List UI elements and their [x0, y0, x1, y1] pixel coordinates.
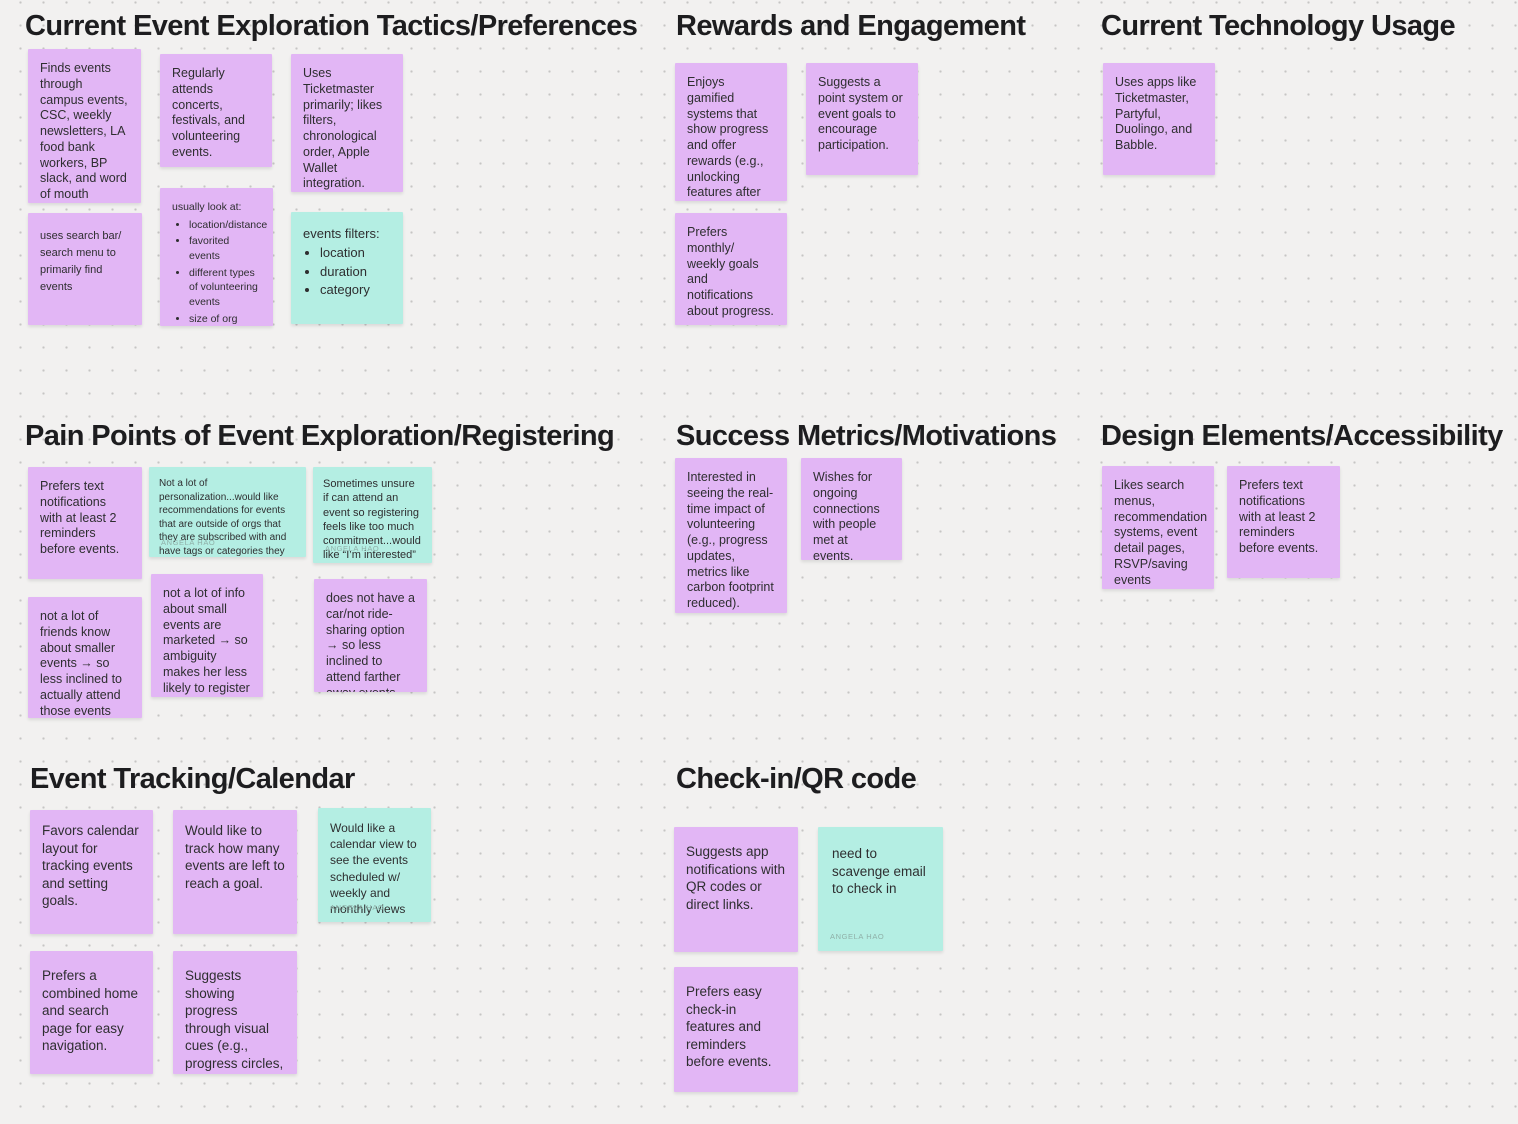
sticky-note-text: Interested in seeing the real-time impac…	[687, 470, 774, 610]
sticky-note-text: Uses apps like Ticketmaster, Partyful, D…	[1115, 75, 1197, 152]
sticky-note[interactable]: Prefers a combined home and search page …	[30, 951, 153, 1074]
sticky-note[interactable]: Not a lot of personalization...would lik…	[149, 467, 306, 557]
sticky-note[interactable]: Wishes for ongoing connections with peop…	[801, 458, 902, 560]
sticky-note-text: Finds events through campus events, CSC,…	[40, 61, 128, 201]
sticky-note[interactable]: Prefers easy check-in features and remin…	[674, 967, 798, 1092]
sticky-note[interactable]: Prefers text notifications with at least…	[28, 467, 142, 579]
sticky-note[interactable]: need to scavenge email to check in ANGEL…	[818, 827, 943, 951]
bullet-item: size of org	[189, 312, 261, 326]
sticky-note-text: Would like a calendar view to see the ev…	[330, 821, 417, 916]
sticky-note-text: Likes search menus, recommendation syste…	[1114, 478, 1208, 589]
sticky-note[interactable]: not a lot of info about small events are…	[151, 574, 263, 697]
sticky-note[interactable]: Interested in seeing the real-time impac…	[675, 458, 787, 613]
sticky-note-text: Not a lot of personalization...would lik…	[159, 478, 287, 557]
sticky-note[interactable]: not a lot of friends know about smaller …	[28, 597, 142, 718]
sticky-note-text: events filters:	[303, 226, 380, 241]
sticky-note-text: Suggests showing progress through visual…	[185, 968, 284, 1074]
sticky-note-text: Regularly attends concerts, festivals, a…	[172, 66, 245, 159]
sticky-note[interactable]: Uses Ticketmaster primarily; likes filte…	[291, 54, 403, 192]
section-title-current-technology-usage[interactable]: Current Technology Usage	[1101, 10, 1456, 42]
sticky-note[interactable]: Suggests app notifications with QR codes…	[674, 827, 798, 952]
sticky-note-text: Suggests a point system or event goals t…	[818, 75, 903, 152]
sticky-note[interactable]: Sometimes unsure if can attend an event …	[313, 467, 432, 563]
sticky-note-text: uses search bar/ search menu to primaril…	[40, 230, 122, 294]
section-title-success-metrics[interactable]: Success Metrics/Motivations	[676, 420, 1057, 452]
sticky-note-text: Favors calendar layout for tracking even…	[42, 823, 139, 909]
author-attribution: ANGELA HAO	[325, 544, 380, 554]
sticky-note[interactable]: Suggests a point system or event goals t…	[806, 63, 918, 175]
sticky-note-text: Enjoys gamified systems that show progre…	[687, 75, 769, 200]
sticky-note-text: Prefers monthly/ weekly goals and notifi…	[687, 225, 774, 318]
sticky-note-text: usually look at:	[172, 201, 242, 213]
sticky-note-text: Prefers a combined home and search page …	[42, 968, 139, 1054]
bullet-item: category	[320, 282, 391, 298]
sticky-note[interactable]: Suggests showing progress through visual…	[173, 951, 297, 1074]
sticky-note-text: Suggests app notifications with QR codes…	[686, 844, 786, 912]
sticky-note[interactable]: Prefers monthly/ weekly goals and notifi…	[675, 213, 787, 325]
sticky-note-text: Prefers easy check-in features and remin…	[686, 984, 772, 1070]
bullet-item: different types of volunteering events	[189, 266, 261, 310]
section-title-design-elements[interactable]: Design Elements/Accessibility	[1101, 420, 1503, 452]
sticky-note[interactable]: events filters: location duration catego…	[291, 212, 403, 324]
sticky-note[interactable]: Favors calendar layout for tracking even…	[30, 810, 153, 934]
sticky-note-text: does not have a car/not ride-sharing opt…	[326, 591, 415, 692]
sticky-note[interactable]: Finds events through campus events, CSC,…	[28, 49, 141, 203]
sticky-note-text: Prefers text notifications with at least…	[40, 479, 120, 556]
sticky-note[interactable]: Enjoys gamified systems that show progre…	[675, 63, 787, 201]
sticky-note[interactable]: Likes search menus, recommendation syste…	[1102, 466, 1214, 589]
sticky-note-bullet-list: location duration category	[303, 245, 391, 298]
section-title-event-tracking[interactable]: Event Tracking/Calendar	[30, 763, 355, 795]
sticky-note-text: Wishes for ongoing connections with peop…	[813, 470, 880, 560]
author-attribution: ANGELA HAO	[330, 902, 385, 912]
sticky-note-text: Sometimes unsure if can attend an event …	[323, 478, 421, 562]
sticky-note[interactable]: Would like a calendar view to see the ev…	[318, 808, 431, 922]
section-title-current-event-exploration[interactable]: Current Event Exploration Tactics/Prefer…	[25, 10, 638, 42]
bullet-item: location	[320, 245, 391, 261]
author-attribution: ANGELA HAO	[161, 537, 216, 547]
sticky-note-text: not a lot of info about small events are…	[163, 586, 250, 697]
sticky-note[interactable]: Would like to track how many events are …	[173, 810, 297, 934]
sticky-note-text: Prefers text notifications with at least…	[1239, 478, 1319, 555]
sticky-note[interactable]: usually look at: location/distance favor…	[160, 188, 273, 326]
sticky-note-text: not a lot of friends know about smaller …	[40, 609, 122, 718]
sticky-note[interactable]: Regularly attends concerts, festivals, a…	[160, 54, 272, 167]
sticky-note[interactable]: does not have a car/not ride-sharing opt…	[314, 579, 427, 692]
section-title-checkin-qr[interactable]: Check-in/QR code	[676, 763, 917, 795]
sticky-note-text: Would like to track how many events are …	[185, 823, 285, 891]
sticky-note[interactable]: uses search bar/ search menu to primaril…	[28, 213, 142, 325]
sticky-note-text: need to scavenge email to check in	[832, 846, 926, 897]
section-title-rewards-engagement[interactable]: Rewards and Engagement	[676, 10, 1026, 42]
sticky-note[interactable]: Prefers text notifications with at least…	[1227, 466, 1340, 578]
sticky-note-bullet-list: location/distance favorited events diffe…	[172, 218, 267, 326]
sticky-note-text: Uses Ticketmaster primarily; likes filte…	[303, 66, 383, 191]
bullet-item: favorited events	[189, 234, 261, 263]
bullet-item: location/distance	[189, 218, 267, 233]
bullet-item: duration	[320, 264, 391, 280]
sticky-note[interactable]: Uses apps like Ticketmaster, Partyful, D…	[1103, 63, 1215, 175]
section-title-pain-points[interactable]: Pain Points of Event Exploration/Registe…	[25, 420, 615, 452]
author-attribution: ANGELA HAO	[830, 932, 885, 942]
